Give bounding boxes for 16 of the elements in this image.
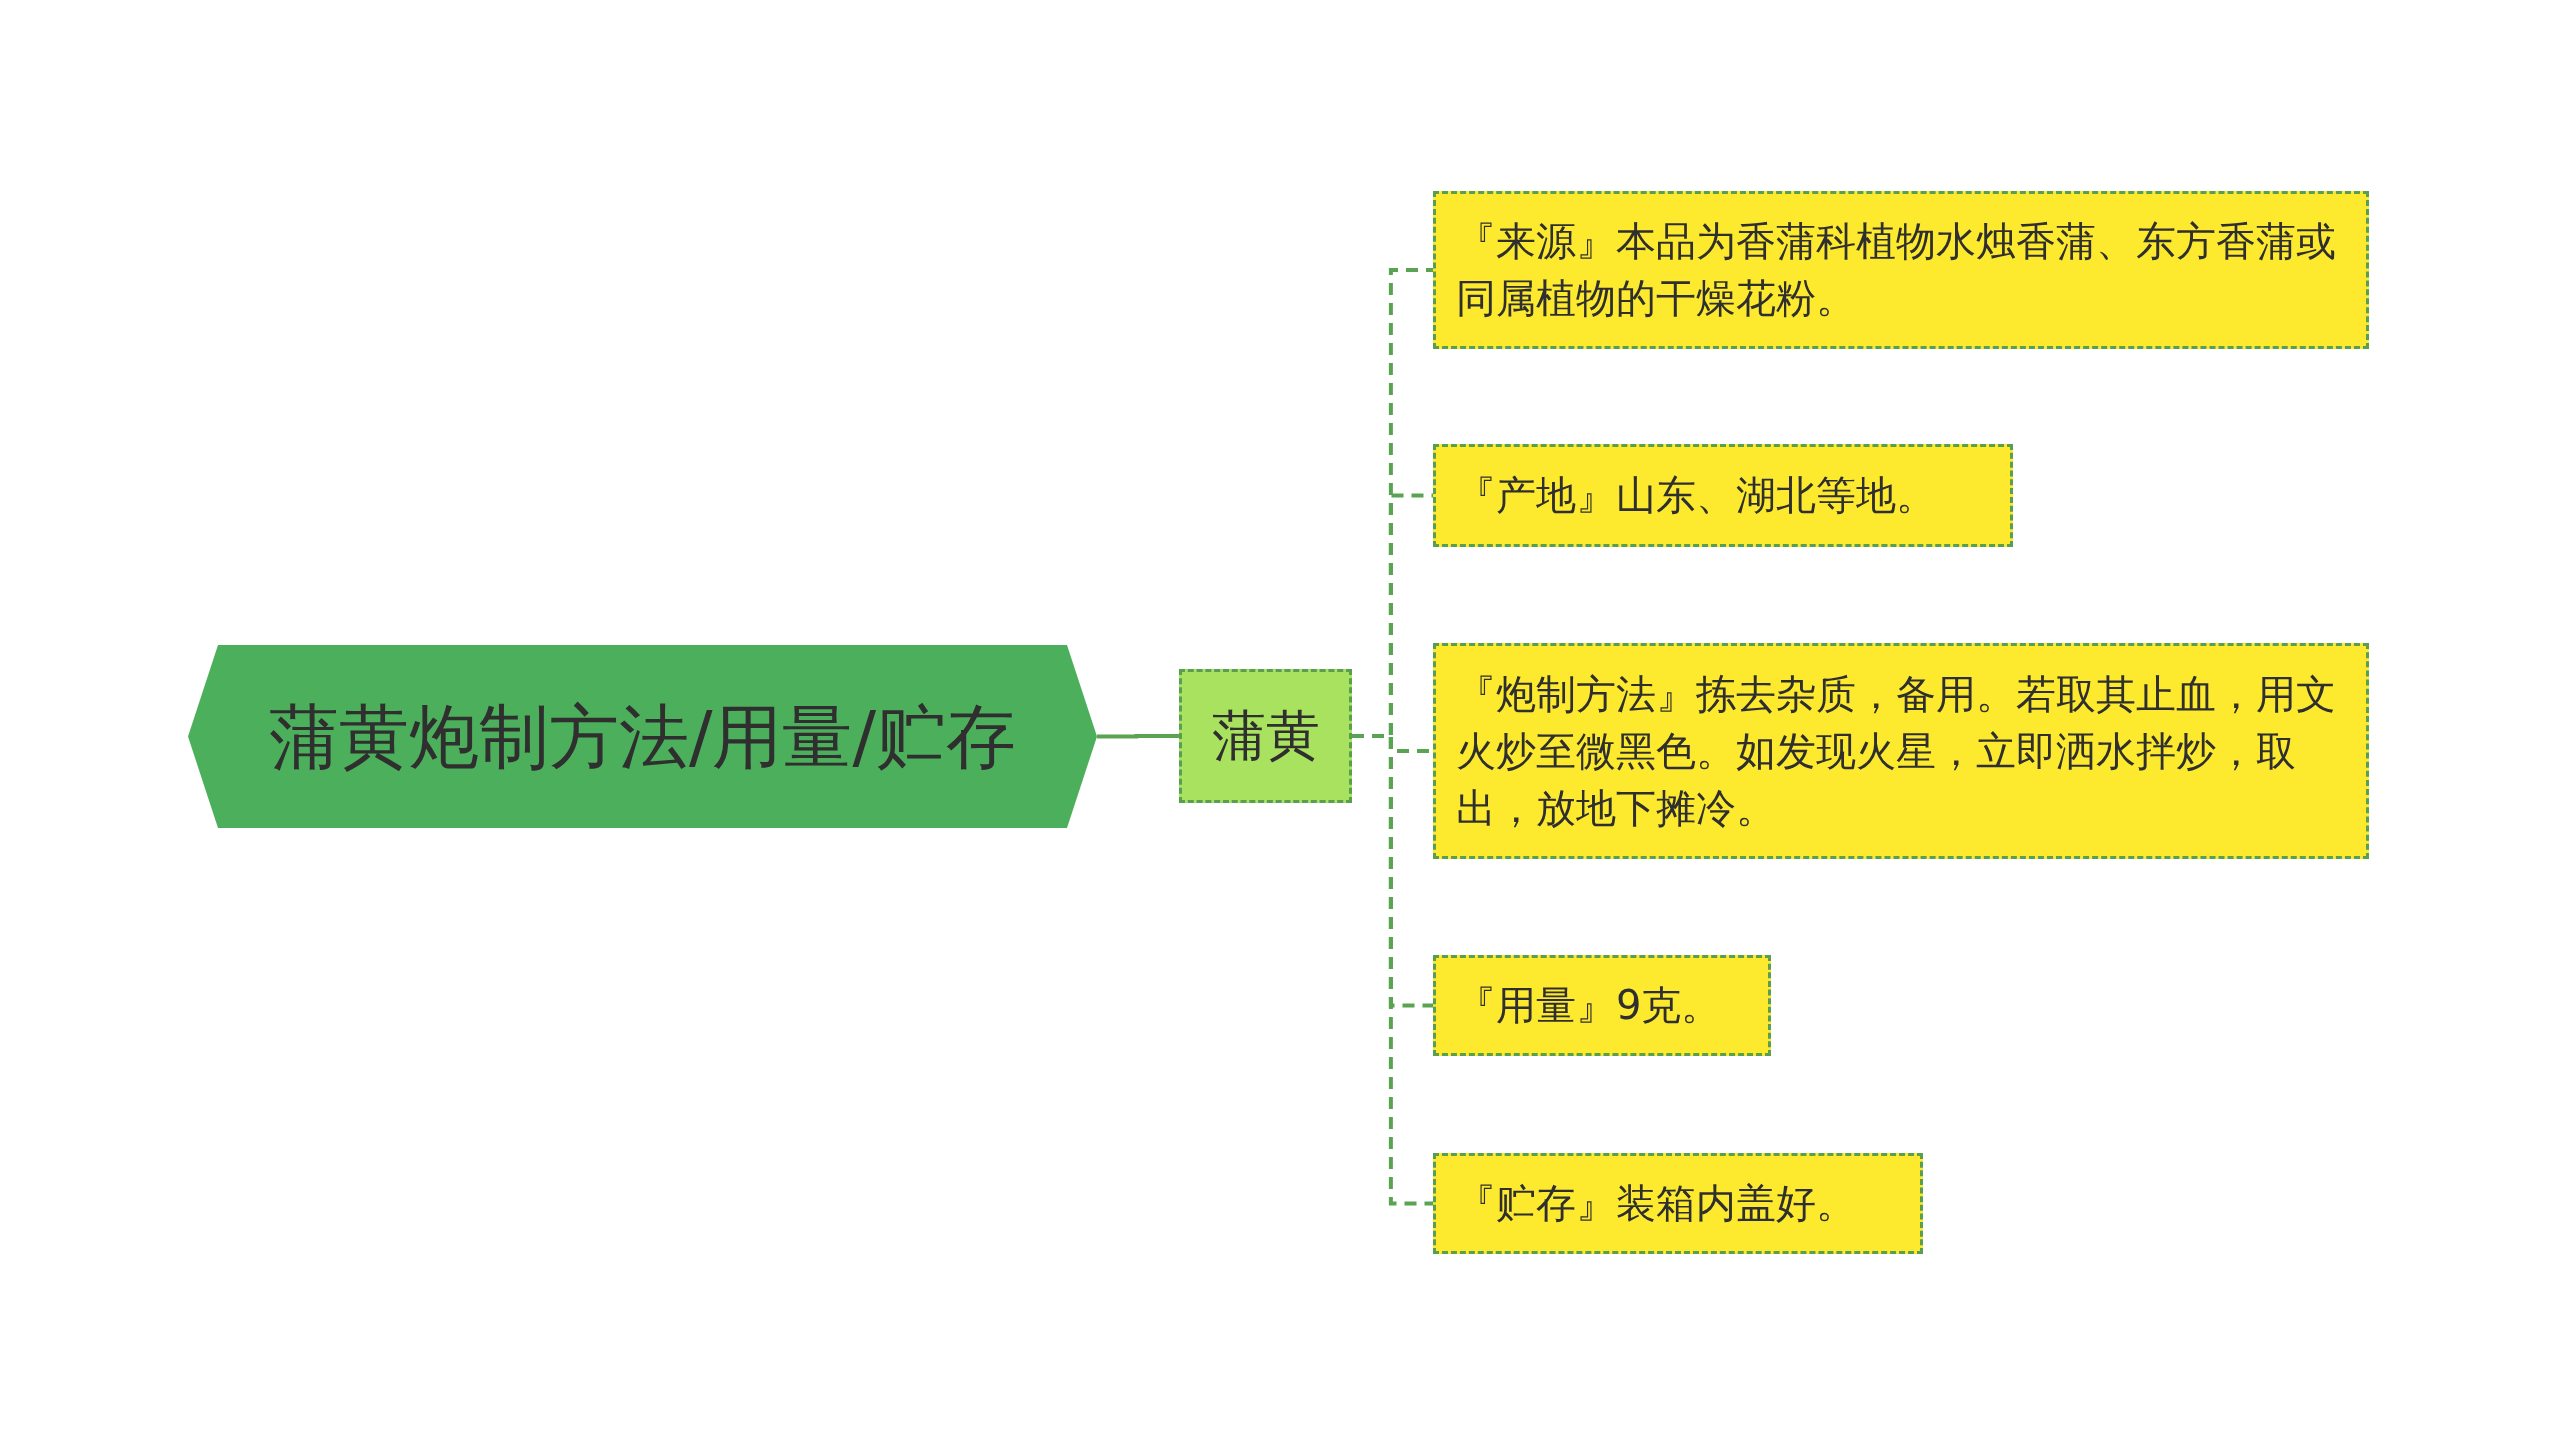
topic-text: 蒲黄炮制方法/用量/贮存 [268, 694, 1017, 779]
topic-text: 『来源』本品为香蒲科植物水烛香蒲、东方香蒲或同属植物的干燥花粉。 [1456, 217, 2337, 323]
note-card [1433, 191, 2369, 349]
topic-text: 『产地』山东、湖北等地。 [1456, 471, 1936, 520]
connector-line [1097, 734, 1179, 739]
note-card [1433, 444, 2013, 547]
note-card [1433, 1153, 1923, 1254]
note-card [1433, 955, 1771, 1056]
connector-line [1352, 734, 1433, 1206]
topic-text: 『炮制方法』拣去杂质，备用。若取其止血，用文火炒至微黑色。如发现火星，立即洒水拌炒，取出，放地下摊冷。 [1456, 669, 2337, 833]
subtopic-card [1179, 669, 1352, 803]
topic-text: 蒲黄 [1211, 703, 1320, 769]
central-topic [188, 645, 1097, 828]
topic-text: 『用量』9克。 [1456, 981, 1722, 1030]
topic-text: 『贮存』装箱内盖好。 [1456, 1179, 1856, 1228]
note-card [1433, 643, 2369, 859]
